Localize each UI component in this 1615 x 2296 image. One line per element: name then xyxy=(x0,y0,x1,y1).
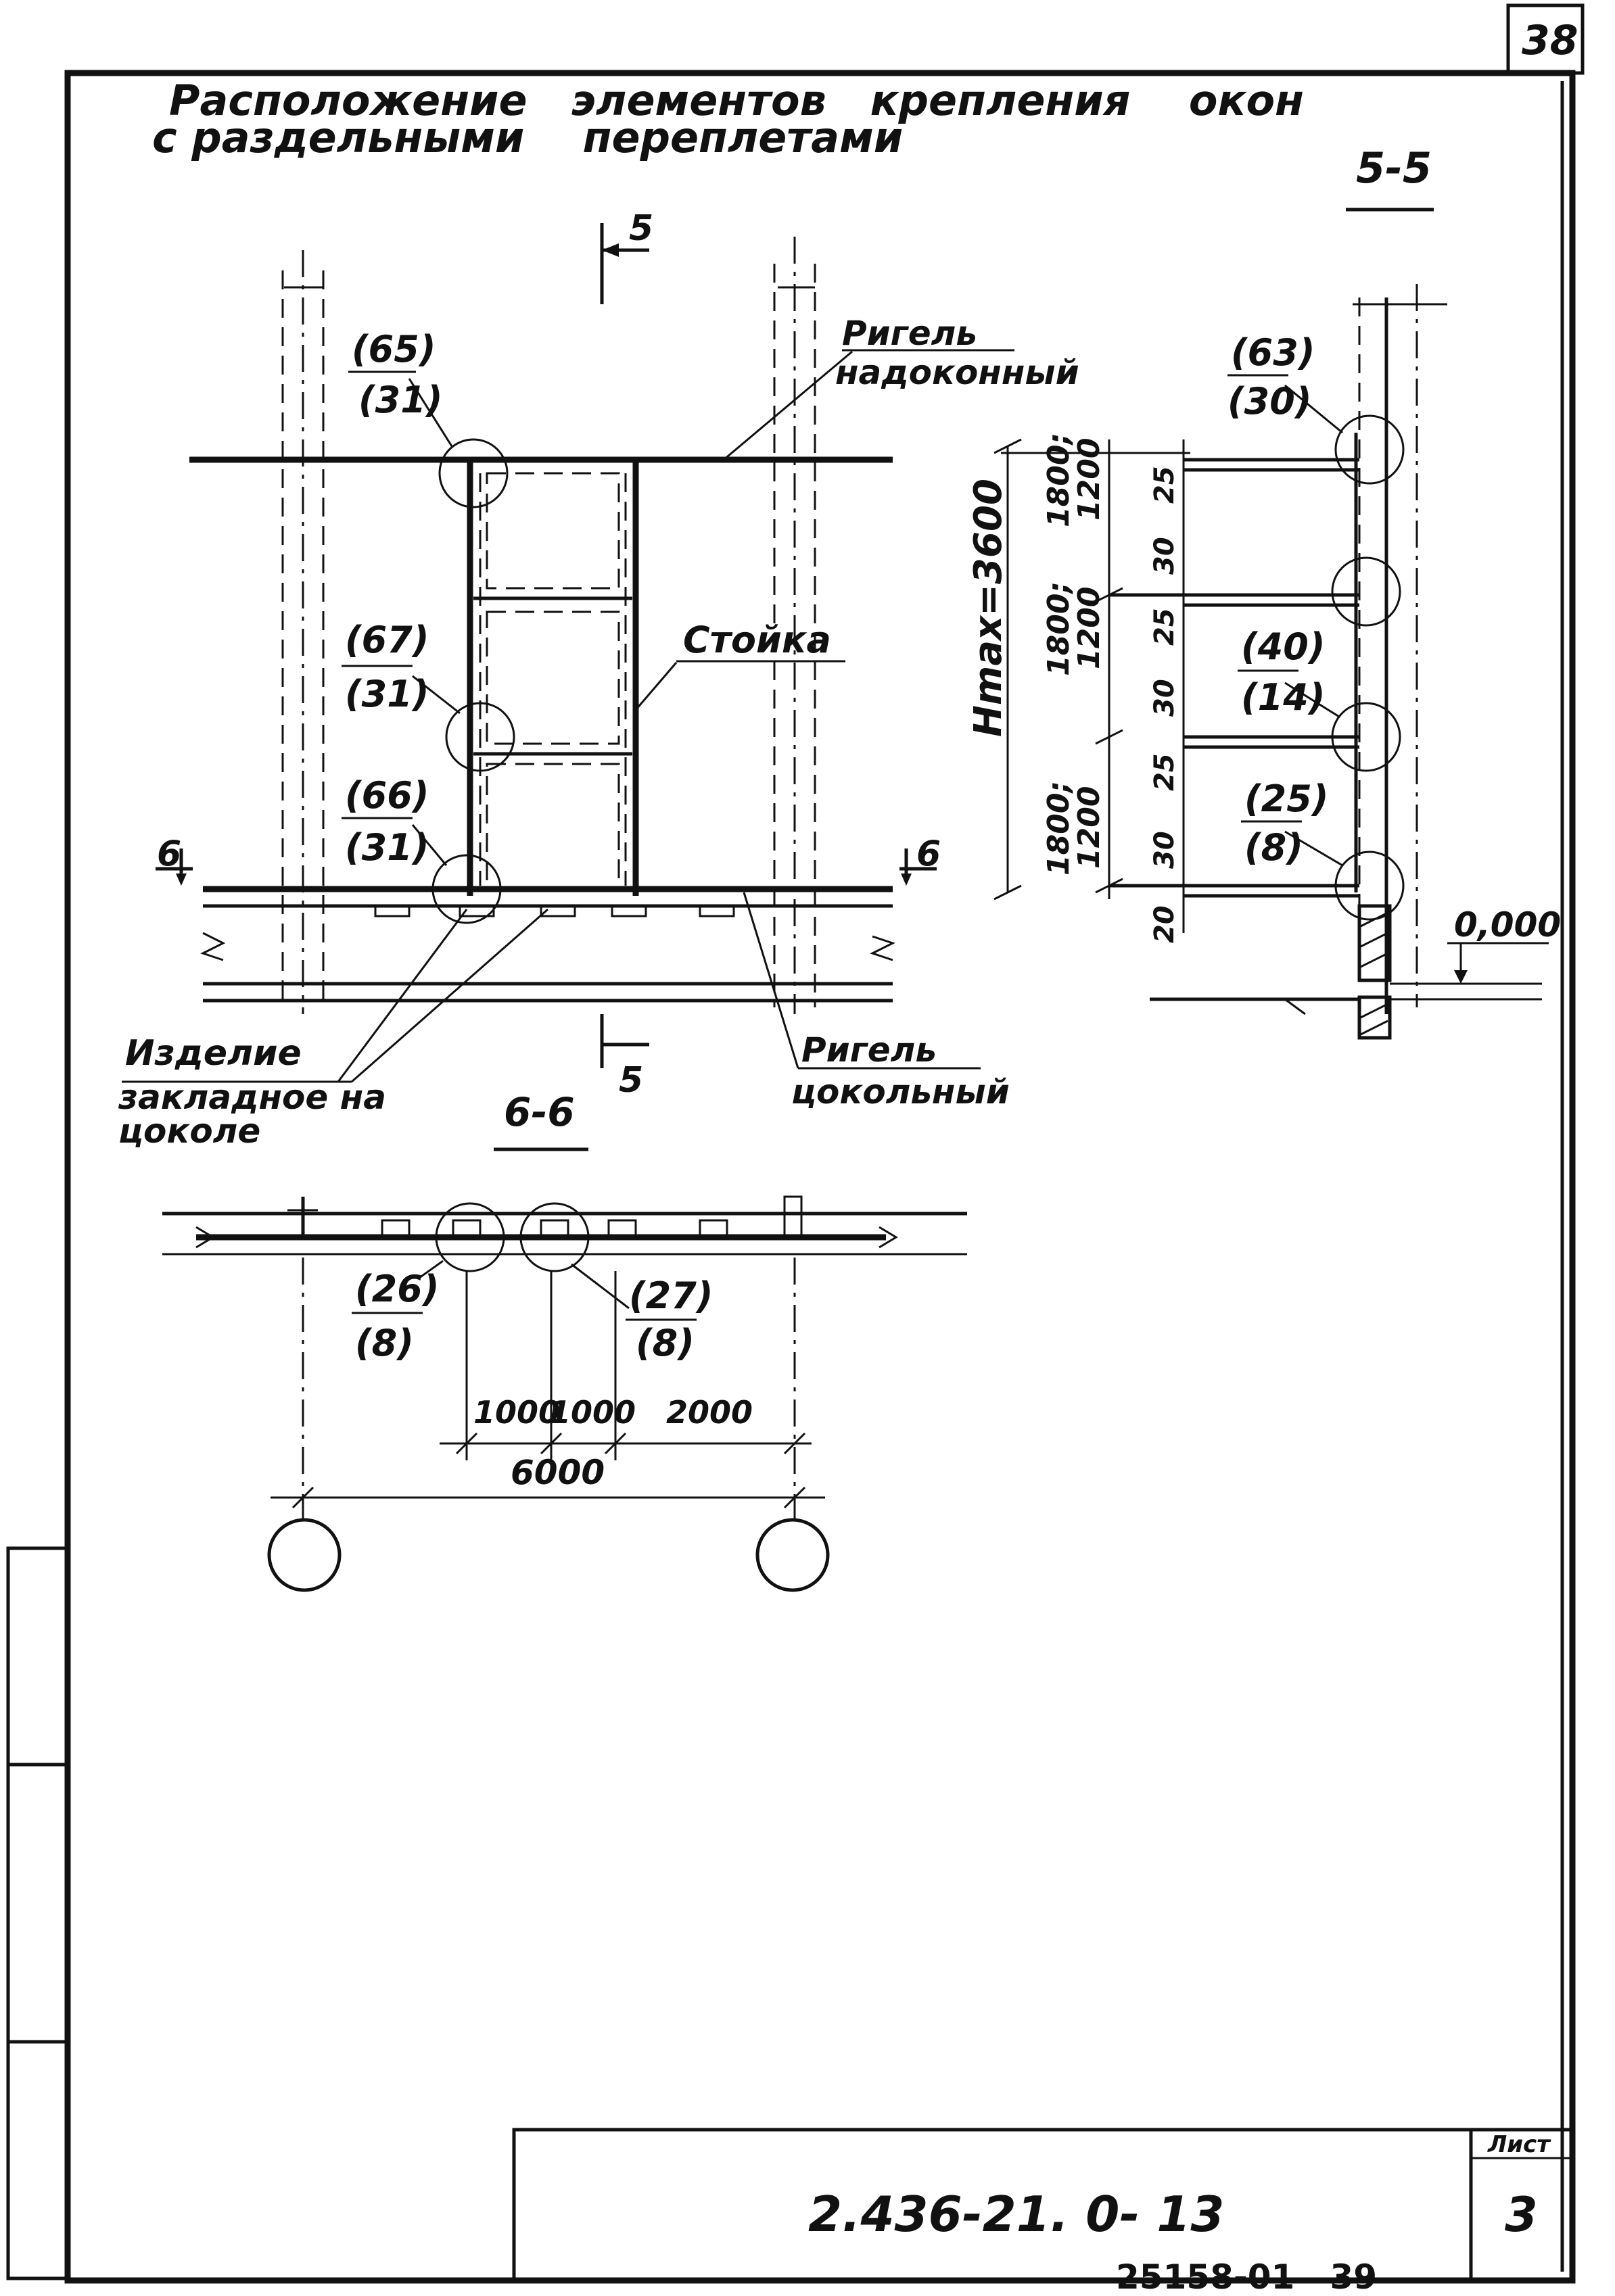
cut-marker-6-right: 6 xyxy=(916,834,941,874)
node-label-top: (63) xyxy=(1231,331,1315,374)
node-label-bottom: (8) xyxy=(636,1322,695,1364)
node-circle-65 xyxy=(438,438,509,508)
small-dim: 25 xyxy=(1149,753,1180,791)
label-riegel-top-1: Ригель xyxy=(842,314,977,353)
document-code: 2.436-21. 0- 13 xyxy=(808,2186,1224,2243)
node-label-bottom: (31) xyxy=(345,826,429,869)
section-marker-5-top: 5 xyxy=(629,208,653,249)
small-dim: 20 xyxy=(1149,905,1180,943)
dim-1000-a: 1000 xyxy=(473,1394,560,1431)
section-66-drawing xyxy=(162,1195,967,1592)
small-dim: 30 xyxy=(1149,537,1180,575)
node-label-top: (67) xyxy=(345,619,429,661)
node-label-bottom: (30) xyxy=(1227,380,1312,423)
dim-2000: 2000 xyxy=(666,1394,753,1431)
archive-stamp: 25158-01 39 xyxy=(1116,2257,1377,2296)
window-elevation xyxy=(122,223,1014,1083)
node-label-bottom: (31) xyxy=(358,379,443,421)
section-55-title: 5-5 xyxy=(1356,143,1432,193)
small-dim: 30 xyxy=(1149,679,1180,717)
axis-bubble-left xyxy=(267,1518,342,1592)
sheet-number: 3 xyxy=(1505,2187,1538,2243)
node-circle-67 xyxy=(445,702,515,772)
label-embed-2: закладное на xyxy=(118,1078,386,1117)
tier-label: 1200 xyxy=(1072,438,1106,521)
small-dim: 25 xyxy=(1149,608,1180,646)
node-label-top: (65) xyxy=(352,328,436,370)
small-dim: 30 xyxy=(1149,831,1180,869)
tier-label: 1800; xyxy=(1041,781,1076,876)
tier-label: 1800; xyxy=(1041,433,1076,527)
node-label-top: (66) xyxy=(345,774,429,817)
cut-marker-6-left: 6 xyxy=(157,834,181,874)
section-55-drawing xyxy=(993,284,1549,1040)
node-label-bottom: (8) xyxy=(1244,826,1303,869)
node-circle-mid xyxy=(1331,556,1401,627)
dim-1000-b: 1000 xyxy=(549,1394,636,1431)
label-riegel-top-2: надоконный xyxy=(835,353,1079,392)
node-circle-66 xyxy=(431,854,502,924)
label-embed-1: Изделие xyxy=(125,1033,302,1074)
dim-6000: 6000 xyxy=(511,1453,605,1492)
node-label-bottom: (14) xyxy=(1241,676,1326,719)
node-label-bottom: (31) xyxy=(345,673,429,715)
tier-label: 1200 xyxy=(1072,786,1106,869)
node-label-top: (26) xyxy=(355,1268,440,1310)
node-circle-26 xyxy=(435,1202,505,1272)
node-circle-63 xyxy=(1334,414,1405,485)
tier-label: 1800; xyxy=(1041,581,1076,676)
section-marker-5-bottom: 5 xyxy=(619,1060,643,1101)
tier-label: 1200 xyxy=(1072,587,1106,669)
title-block xyxy=(512,2128,1574,2282)
node-label-top: (27) xyxy=(629,1274,713,1317)
axis-bubble-right xyxy=(755,1518,830,1592)
level-mark: 0,000 xyxy=(1454,905,1561,944)
drawing-title-line2: с раздельными переплетами xyxy=(152,113,903,162)
node-label-top: (25) xyxy=(1244,778,1329,820)
section-66-title: 6-6 xyxy=(504,1089,575,1135)
label-post: Стойка xyxy=(683,619,831,661)
node-label-bottom: (8) xyxy=(355,1322,414,1364)
label-riegel-bottom-2: цокольный xyxy=(791,1072,1010,1111)
drawing-title-line1: Расположение элементов крепления окон xyxy=(169,76,1304,125)
label-embed-3: цоколе xyxy=(118,1111,260,1151)
tier-labels: 1800; 1200 1800; 1200 1800; 1200 xyxy=(1041,433,1106,876)
label-riegel-bottom-1: Ригель xyxy=(801,1030,937,1070)
corner-number: 38 xyxy=(1522,17,1578,64)
small-dim: 25 xyxy=(1149,466,1180,504)
node-circle-27 xyxy=(519,1202,590,1272)
node-label-top: (40) xyxy=(1241,625,1326,668)
sheet-label: Лист xyxy=(1487,2131,1551,2158)
small-dims: 25 30 25 30 25 30 20 xyxy=(1149,466,1180,943)
height-dimension: Hmax=3600 xyxy=(966,479,1010,737)
